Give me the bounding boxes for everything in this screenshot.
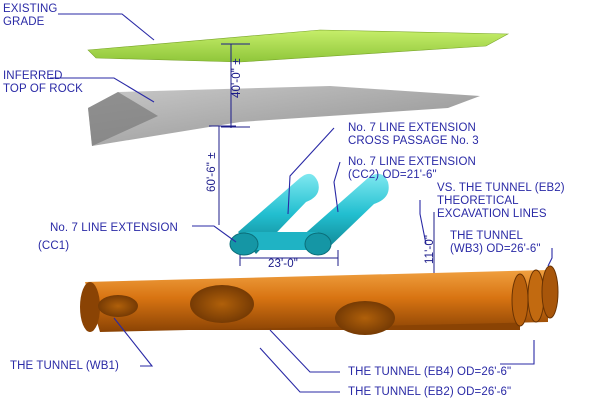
rock-surface-shade — [88, 92, 158, 146]
label-wb1: THE TUNNEL (WB1) — [10, 360, 119, 372]
main-tunnels — [80, 265, 559, 335]
label-vs-tunnel-line3: EXCAVATION LINES — [437, 208, 547, 220]
label-vs-tunnel-line1: VS. THE TUNNEL (EB2) — [437, 182, 565, 194]
label-cc1-line2: (CC1) — [38, 240, 70, 252]
label-inferred-rock-line2: TOP OF ROCK — [3, 83, 83, 95]
dim-passage-spacing: 23'-0" — [268, 258, 298, 270]
label-cc1-line1: No. 7 LINE EXTENSION — [50, 222, 178, 234]
cross-passage — [229, 173, 389, 256]
label-inferred-rock: INFERRED TOP OF ROCK — [3, 70, 83, 96]
label-existing-grade-line2: GRADE — [3, 16, 45, 28]
label-cross-passage: No. 7 LINE EXTENSION CROSS PASSAGE No. 3 — [348, 122, 479, 148]
label-vs-tunnel-line2: THEORETICAL — [437, 195, 519, 207]
label-wb3-line1: THE TUNNEL — [450, 230, 523, 242]
label-wb3: THE TUNNEL (WB3) OD=26'-6" — [450, 230, 541, 256]
label-cross-passage-line1: No. 7 LINE EXTENSION — [348, 122, 476, 134]
rock-surface — [88, 86, 480, 146]
label-eb4: THE TUNNEL (EB4) OD=26'-6" — [348, 366, 512, 378]
label-vs-tunnel: VS. THE TUNNEL (EB2) THEORETICAL EXCAVAT… — [437, 182, 565, 221]
label-cc2-line1: No. 7 LINE EXTENSION — [348, 156, 476, 168]
label-inferred-rock-line1: INFERRED — [3, 70, 63, 82]
dim-grade-to-rock: 40'-0" ± — [231, 58, 243, 98]
dim-rock-to-passage: 60'-6" ± — [206, 152, 218, 192]
leader-lines — [50, 13, 553, 393]
label-cc2: No. 7 LINE EXTENSION (CC2) OD=21'-6" — [348, 156, 476, 182]
label-cross-passage-line2: CROSS PASSAGE No. 3 — [348, 135, 479, 147]
label-wb3-line2: (WB3) OD=26'-6" — [450, 243, 541, 255]
label-existing-grade-line1: EXISTING — [3, 3, 58, 15]
label-cc2-line2: (CC2) OD=21'-6" — [348, 169, 437, 181]
label-cc1: No. 7 LINE EXTENSION — [50, 222, 178, 235]
dim-passage-to-tunnel: 11'-0" — [424, 234, 436, 264]
label-eb2: THE TUNNEL (EB2) OD=26'-6" — [348, 386, 512, 398]
label-existing-grade: EXISTING GRADE — [3, 3, 57, 29]
label-cc1-sub: (CC1) — [38, 240, 69, 253]
existing-grade-plane — [87, 29, 510, 63]
